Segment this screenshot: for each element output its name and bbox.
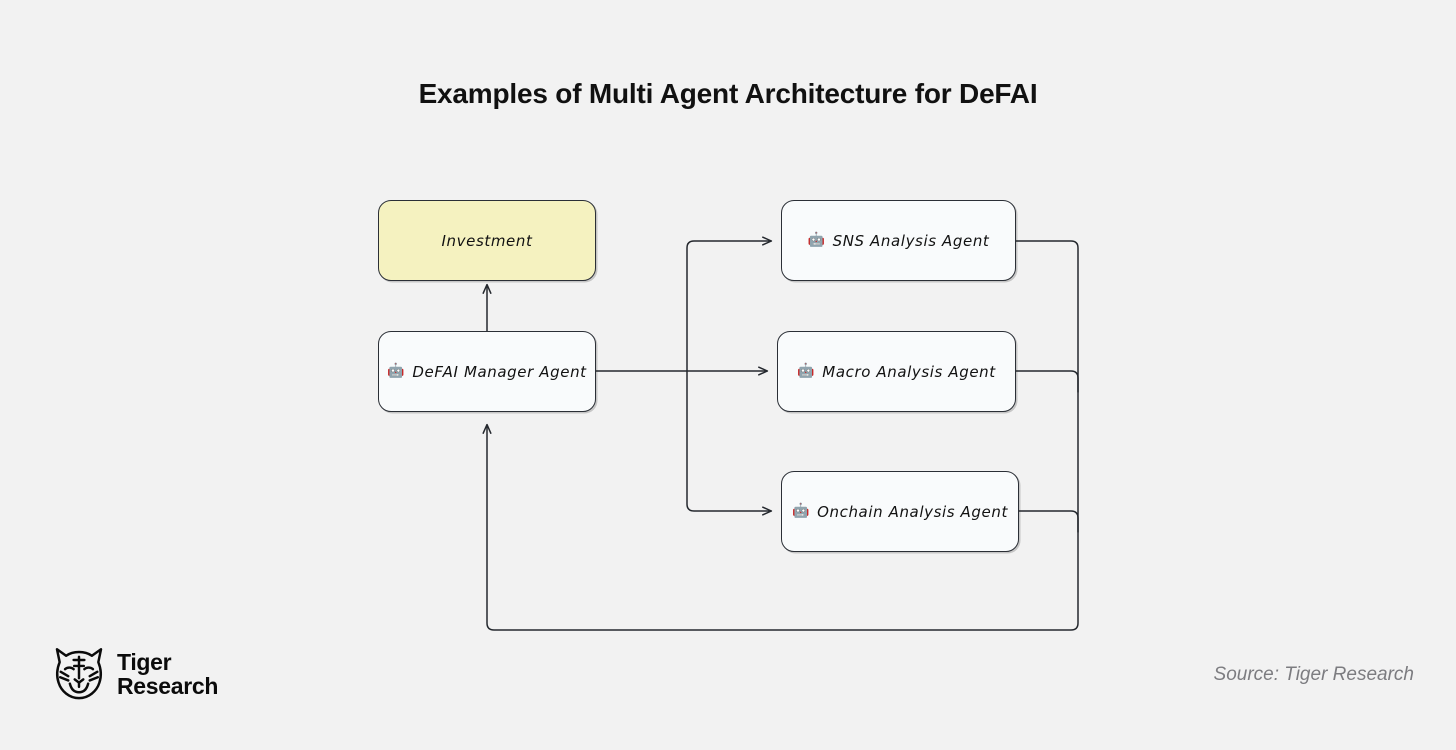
node-macro-analysis-agent-label: Macro Analysis Agent: [822, 362, 996, 381]
logo-line-2: Research: [117, 673, 219, 699]
node-sns-analysis-agent[interactable]: 🤖 SNS Analysis Agent: [781, 200, 1016, 281]
node-defai-manager-agent-label: DeFAI Manager Agent: [412, 362, 587, 381]
tiger-research-wordmark: Tiger Research: [117, 648, 219, 699]
tiger-research-logo: Tiger Research: [52, 645, 218, 703]
tiger-head-icon: [55, 648, 103, 700]
node-defai-manager-agent[interactable]: 🤖 DeFAI Manager Agent: [378, 331, 596, 412]
logo-line-1: Tiger: [117, 648, 172, 675]
node-sns-analysis-agent-label: SNS Analysis Agent: [832, 231, 990, 250]
node-investment[interactable]: Investment: [378, 200, 596, 281]
edge-onchain-return: [1018, 510, 1079, 533]
edge-manager-to-sns: [686, 241, 771, 372]
robot-icon: 🤖: [807, 231, 826, 248]
edge-macro-return: [1015, 370, 1079, 393]
page-title: Examples of Multi Agent Architecture for…: [418, 78, 1038, 109]
robot-icon: 🤖: [387, 362, 406, 379]
source-credit: Source: Tiger Research: [1213, 664, 1414, 685]
robot-icon: 🤖: [792, 502, 811, 519]
node-macro-analysis-agent[interactable]: 🤖 Macro Analysis Agent: [777, 331, 1016, 412]
node-onchain-analysis-agent-label: Onchain Analysis Agent: [817, 502, 1008, 521]
robot-icon: 🤖: [797, 362, 816, 379]
node-onchain-analysis-agent[interactable]: 🤖 Onchain Analysis Agent: [781, 471, 1019, 552]
node-investment-label: Investment: [441, 231, 533, 250]
edge-sns-return: [487, 240, 1079, 631]
edge-manager-to-onchain: [686, 370, 771, 511]
